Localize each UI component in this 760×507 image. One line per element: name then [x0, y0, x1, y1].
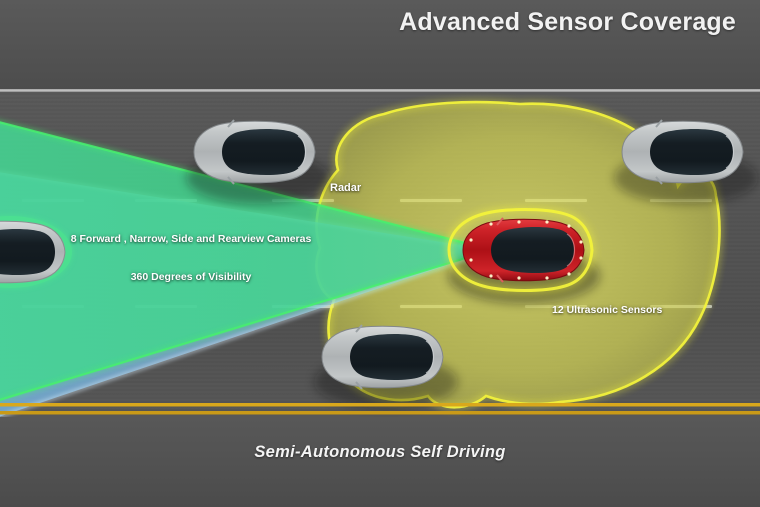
ego-vehicle	[447, 208, 600, 304]
label-radar: Radar	[330, 182, 362, 194]
label-ultrasonic: 12 Ultrasonic Sensors	[552, 304, 663, 316]
page-title: Advanced Sensor Coverage	[399, 8, 736, 36]
vehicle-left-edge	[0, 216, 72, 288]
vehicle-upper-right	[614, 119, 758, 204]
vehicle-lower-center	[314, 324, 458, 408]
vehicle-upper-left	[186, 119, 330, 204]
header-band	[0, 0, 760, 90]
ego-ultrasonic-halo	[447, 208, 594, 292]
header-divider	[0, 89, 760, 92]
footer-band	[0, 417, 760, 507]
label-visibility: 360 Degrees of Visibility	[130, 271, 252, 283]
road-edge-lines	[0, 403, 760, 415]
label-cameras: 8 Forward , Narrow, Side and Rearview Ca…	[70, 233, 312, 245]
page-subtitle: Semi-Autonomous Self Driving	[254, 443, 506, 461]
